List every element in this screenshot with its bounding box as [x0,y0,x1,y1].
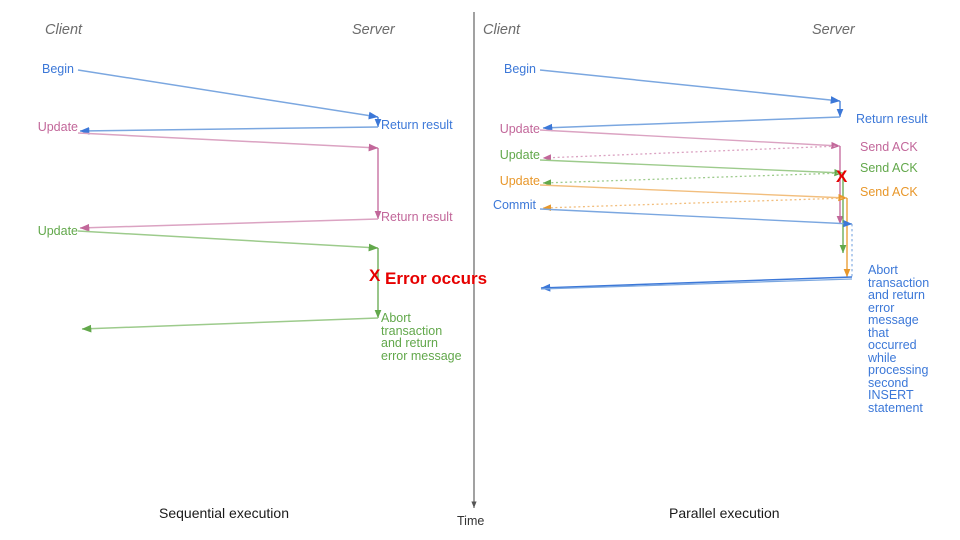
panel-sequential-arrows [77,69,382,333]
caption-parallel: Parallel execution [669,505,780,521]
arrow-begin [77,69,379,120]
label-seq-client-update-2: Update [37,224,78,238]
label-seq-server-return-result-1: Return result [381,118,453,132]
label-par-server-send-ack-3: Send ACK [860,185,918,199]
arrow-return-result-par [542,116,841,132]
arrow-update-1-par [539,129,841,150]
arrow-send-ack-3 [542,197,848,212]
arrow-abort-seq [81,317,379,333]
label-seq-server-return-result-2: Return result [381,210,453,224]
panel-sequential-header-client: Client [45,22,83,38]
arrow-update-1 [77,132,379,152]
panel-parallel-header-client: Client [483,22,521,38]
label-par-server-return-result: Return result [856,112,928,126]
panel-parallel-header-server: Server [812,22,855,38]
arrow-update-2-par [539,159,844,177]
label-par-client-update-3: Update [499,174,540,188]
arrow-return-result-1 [79,126,379,135]
arrow-update-2 [77,230,379,252]
error-x-icon-sequential: X [369,266,381,285]
label-par-client-update-1: Update [499,122,540,136]
arrow-commit-par [539,208,853,228]
label-par-abort-message: Abort transaction and return error messa… [868,263,930,415]
label-par-server-send-ack-1: Send ACK [860,140,918,154]
time-axis-label: Time [457,514,485,528]
label-seq-client-begin: Begin [42,62,74,76]
arrow-send-ack-1 [542,145,841,162]
label-seq-client-update-1: Update [37,120,78,134]
caption-sequential: Sequential execution [159,505,289,521]
arrow-begin-par [539,69,841,104]
error-x-icon-parallel: X [836,167,848,186]
label-par-server-send-ack-2: Send ACK [860,161,918,175]
arrow-send-ack-2 [542,172,844,187]
label-par-client-begin: Begin [504,62,536,76]
panel-parallel-arrows [539,69,853,292]
label-par-client-commit: Commit [492,198,536,212]
arrow-update-3-par [539,184,848,202]
label-par-client-update-2: Update [499,148,540,162]
label-seq-abort-message: Abort transaction and return error messa… [381,311,462,363]
panel-sequential-header-server: Server [352,22,395,38]
arrow-abort-par-shadow [540,278,853,290]
arrow-abort-par [540,276,853,292]
label-seq-error-occurs: Error occurs [385,269,488,288]
arrow-return-result-2 [79,218,379,232]
